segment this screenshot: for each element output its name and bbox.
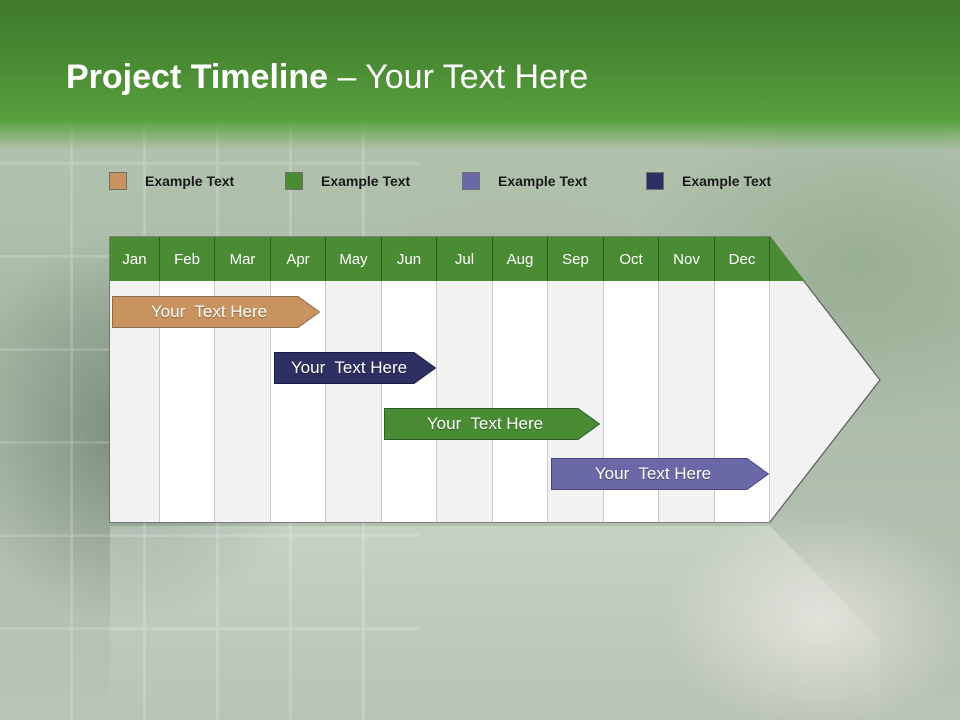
month-sep: Sep [548, 237, 604, 281]
task-bar-3-label: Your Text Here [426, 414, 544, 433]
month-may: May [326, 237, 382, 281]
month-jun: Jun [382, 237, 437, 281]
month-oct: Oct [604, 237, 659, 281]
legend-label-3: Example Text [498, 173, 588, 189]
legend-label-1: Example Text [145, 173, 235, 189]
task-bar-1-label: Your Text Here [150, 302, 268, 321]
task-bar-1-shape [112, 296, 320, 328]
month-aug: Aug [493, 237, 548, 281]
task-bar-4-label: Your Text Here [594, 464, 712, 483]
task-bar-3-shape [384, 408, 600, 440]
column-jun [382, 281, 437, 522]
legend-swatch-2 [285, 172, 303, 190]
legend-swatch-4 [646, 172, 664, 190]
timeline-header-tip [770, 237, 805, 281]
month-feb: Feb [160, 237, 215, 281]
month-nov: Nov [659, 237, 715, 281]
task-bar-2-shape [274, 352, 436, 384]
task-bar-2-label: Your Text Here [290, 358, 408, 377]
month-mar: Mar [215, 237, 271, 281]
legend-label-2: Example Text [321, 173, 411, 189]
title-rest: – Your Text Here [328, 58, 589, 96]
legend-item-2: Example Text [285, 170, 410, 192]
task-bar-3[interactable]: Your Text Here [384, 408, 600, 440]
timeline-reflection [110, 526, 880, 720]
month-apr: Apr [271, 237, 326, 281]
legend-label-4: Example Text [682, 173, 772, 189]
task-bar-2[interactable]: Your Text Here [274, 352, 436, 384]
column-may [326, 281, 382, 522]
column-jul [437, 281, 493, 522]
legend-swatch-3 [462, 172, 480, 190]
slide-title: Project Timeline – Your Text Here [66, 58, 588, 97]
column-aug [493, 281, 548, 522]
month-jan: Jan [110, 237, 160, 281]
month-jul: Jul [437, 237, 493, 281]
month-header-row: Jan Feb Mar Apr May Jun Jul Aug Sep Oct … [110, 237, 770, 281]
title-bold: Project Timeline [66, 58, 329, 96]
title-banner [0, 0, 960, 150]
legend-item-1: Example Text [109, 170, 234, 192]
legend-item-3: Example Text [462, 170, 587, 192]
task-bar-4[interactable]: Your Text Here [551, 458, 769, 490]
task-bar-1[interactable]: Your Text Here [112, 296, 320, 328]
task-bar-4-shape [551, 458, 769, 490]
month-dec: Dec [715, 237, 770, 281]
legend-item-4: Example Text [646, 170, 771, 192]
legend-swatch-1 [109, 172, 127, 190]
